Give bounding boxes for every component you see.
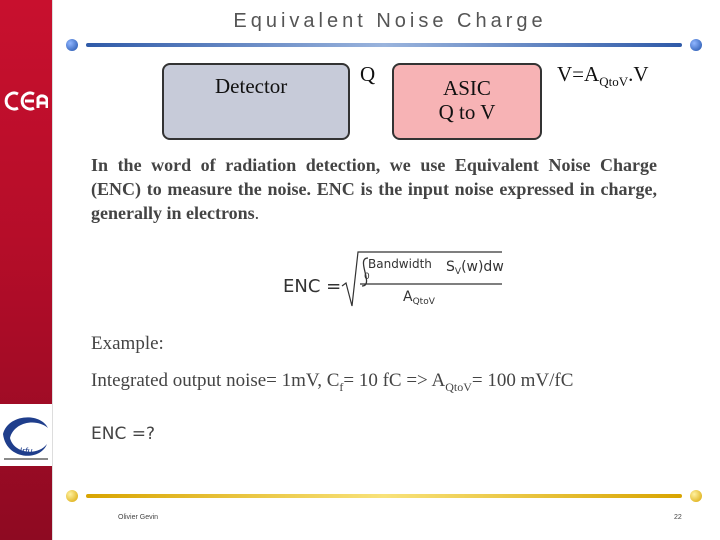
footer-author: Olivier Gevin bbox=[118, 514, 159, 521]
bottom-left-bullet-dot bbox=[66, 490, 78, 502]
asic-label-line1: ASIC bbox=[443, 76, 491, 100]
example-line-mid: = 10 fC => A bbox=[343, 370, 446, 391]
enc-question: ENC =? bbox=[91, 424, 155, 444]
cea-logo bbox=[4, 91, 48, 111]
asic-box bbox=[392, 63, 542, 140]
sidebar-divider bbox=[52, 0, 53, 540]
upper-limit: Bandwidth bbox=[368, 257, 432, 271]
integrand-rest: (w)dw bbox=[461, 259, 504, 275]
charge-label: Q bbox=[360, 62, 376, 86]
output-voltage-label: V=AQtoV.V bbox=[557, 62, 649, 90]
page-number: 22 bbox=[674, 514, 682, 521]
bottom-rule bbox=[86, 494, 682, 498]
sqrt-symbol bbox=[341, 251, 502, 307]
detector-label: Detector bbox=[215, 74, 288, 98]
output-subscript: QtoV bbox=[599, 74, 629, 90]
output-suffix: .V bbox=[628, 62, 649, 86]
example-sub-f: f bbox=[339, 379, 344, 394]
integrand-subscript: V bbox=[455, 267, 462, 277]
body-paragraph-text: In the word of radiation detection, we u… bbox=[91, 155, 657, 223]
top-right-bullet-dot bbox=[690, 39, 702, 51]
bottom-right-bullet-dot bbox=[690, 490, 702, 502]
integrand-main: S bbox=[446, 259, 455, 275]
irfu-logo: Irfu bbox=[0, 404, 52, 466]
integrand: SV(w)dw bbox=[446, 259, 504, 277]
detector-box bbox=[162, 63, 350, 140]
example-heading: Example: bbox=[91, 333, 164, 354]
asic-label: ASIC Q to V bbox=[392, 76, 542, 124]
body-paragraph: In the word of radiation detection, we u… bbox=[91, 153, 657, 225]
example-line-end: = 100 mV/fC bbox=[471, 370, 574, 391]
top-left-bullet-dot bbox=[66, 39, 78, 51]
slide-title: Equivalent Noise Charge bbox=[233, 10, 547, 32]
svg-text:Irfu: Irfu bbox=[19, 446, 32, 456]
example-sub-qtov: QtoV bbox=[445, 379, 472, 394]
formula-lhs: ENC = bbox=[283, 276, 341, 297]
lower-limit: 0 bbox=[364, 272, 370, 282]
example-line-prefix: Integrated output noise= 1mV, C bbox=[91, 370, 340, 391]
denominator-main: A bbox=[403, 289, 413, 305]
body-paragraph-period: . bbox=[254, 203, 260, 223]
top-rule bbox=[86, 43, 682, 47]
output-prefix: V=A bbox=[557, 62, 600, 86]
denominator: AQtoV bbox=[403, 289, 436, 307]
asic-label-line2: Q to V bbox=[438, 100, 496, 125]
example-line: Integrated output noise= 1mV, Cf= 10 fC … bbox=[91, 370, 573, 395]
denominator-subscript: QtoV bbox=[413, 297, 436, 307]
enc-formula: ENC = Bandwidth 0 SV(w)dw AQtoV bbox=[283, 251, 504, 307]
